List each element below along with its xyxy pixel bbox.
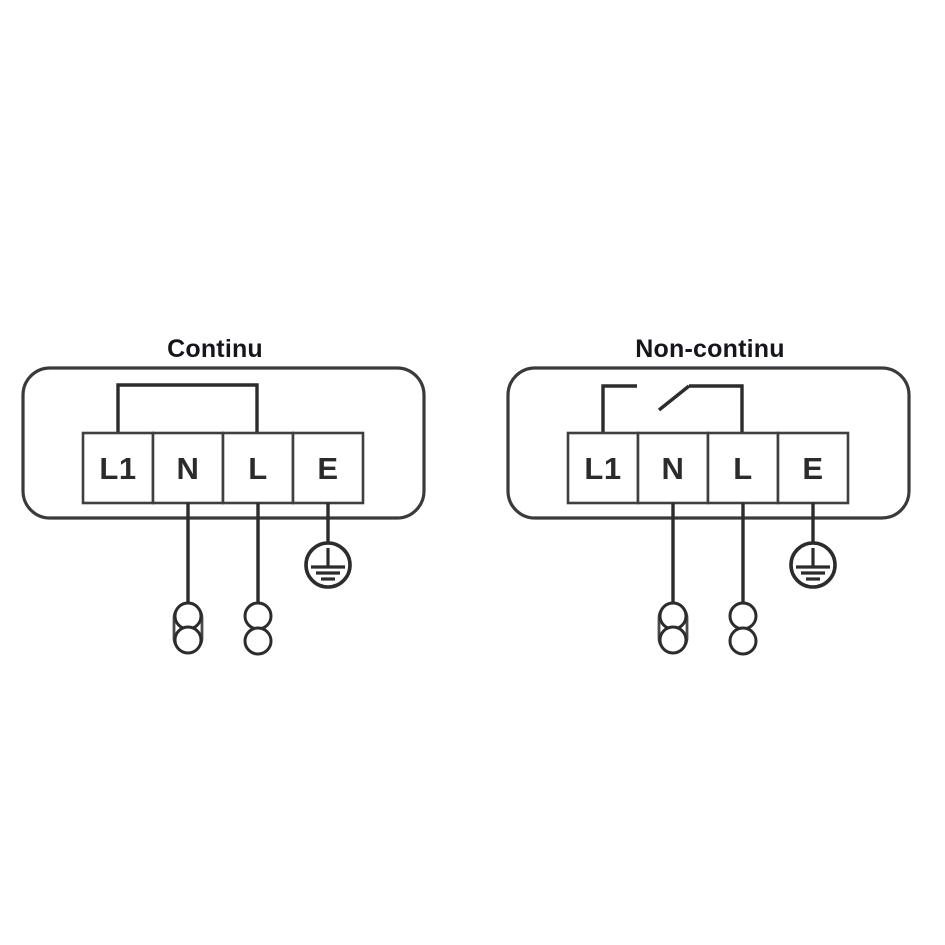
connector-live <box>728 601 758 656</box>
diagram-title-continu: Continu <box>167 335 263 363</box>
terminal-box-l <box>221 431 295 505</box>
diagram-non-continu: Non-continu L1 N L E <box>506 335 911 656</box>
terminal-label-e: E <box>317 451 338 486</box>
connector-neutral <box>172 601 204 655</box>
connector-neutral <box>657 601 689 655</box>
terminal-label-l1: L1 <box>99 451 136 486</box>
terminal-label-n: N <box>662 451 685 486</box>
connector-live <box>243 601 273 656</box>
terminal-box-l1 <box>81 431 155 505</box>
terminal-label-l: L <box>248 451 267 486</box>
switch-blade <box>657 384 691 412</box>
earth-ground-icon <box>789 541 837 589</box>
terminal-box-n <box>636 431 710 505</box>
diagram-title-non-continu: Non-continu <box>635 335 784 363</box>
terminal-label-l1: L1 <box>584 451 621 486</box>
terminal-label-n: N <box>177 451 200 486</box>
jumper-link-continuous <box>116 383 259 433</box>
switch-contact-left <box>601 384 637 433</box>
terminal-label-e: E <box>802 451 823 486</box>
terminal-box-e <box>776 431 850 505</box>
earth-ground-icon <box>304 541 352 589</box>
diagram-continu: Continu L1 N L E <box>21 335 426 656</box>
terminal-label-l: L <box>733 451 752 486</box>
switch-contact-right <box>689 384 744 433</box>
